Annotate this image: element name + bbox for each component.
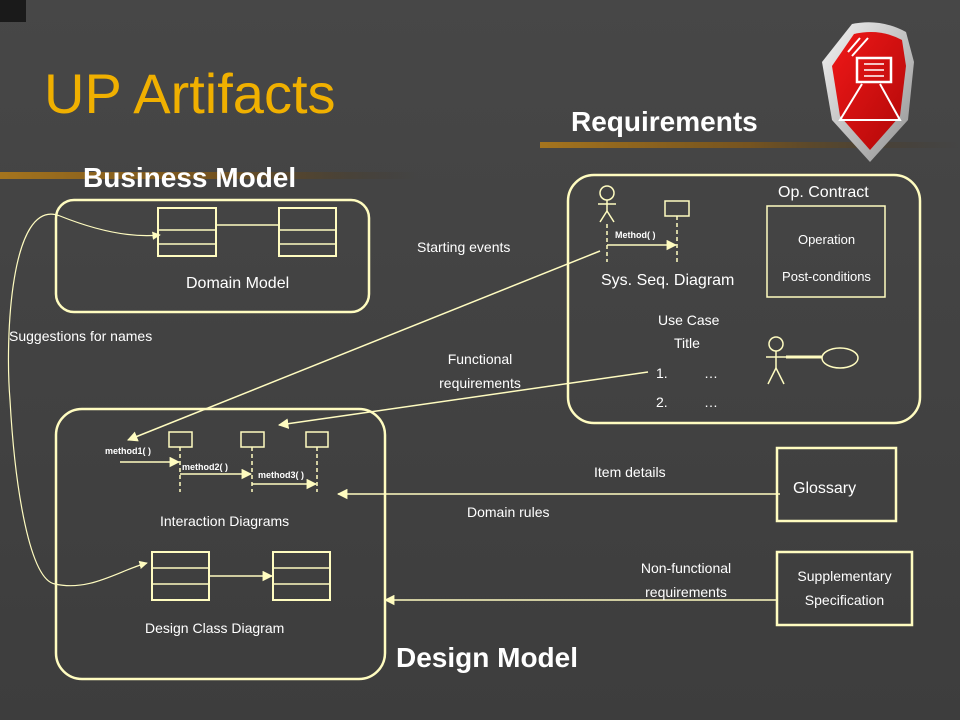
system-lifeline-box xyxy=(664,200,690,217)
method3-label: method3( ) xyxy=(258,470,304,480)
supplementary-line2: Specification xyxy=(804,592,885,608)
functional-label-line2: requirements xyxy=(439,375,521,391)
object-box-2 xyxy=(240,431,265,448)
design-class-2 xyxy=(272,551,331,601)
functional-label-line1: Functional xyxy=(447,351,513,367)
operation-label: Operation xyxy=(797,232,856,247)
object-box-3 xyxy=(305,431,329,448)
slide-title: UP Artifacts xyxy=(44,62,336,125)
design-class-diagram-label: Design Class Diagram xyxy=(145,620,285,636)
starting-events-arrow xyxy=(127,250,601,442)
use-case-step-1-num: 1. xyxy=(656,365,668,381)
use-case-step-2-num: 2. xyxy=(656,394,668,410)
use-case-step-2-text: … xyxy=(704,394,718,410)
usecase-ellipse xyxy=(821,347,859,369)
nonfunctional-label-line2: requirements xyxy=(645,584,727,600)
op-contract-title: Op. Contract xyxy=(778,184,869,201)
supplementary-box xyxy=(775,550,914,627)
actor-icon-usecase xyxy=(766,336,786,385)
use-case-label: Use Case xyxy=(658,312,720,328)
design-model-box xyxy=(54,407,387,681)
design-class-1 xyxy=(151,551,210,601)
glossary-box xyxy=(775,446,898,523)
requirements-box xyxy=(566,173,922,425)
ssd-label: Sys. Seq. Diagram xyxy=(601,272,735,289)
requirements-heading: Requirements xyxy=(571,106,758,137)
corner-block xyxy=(0,0,26,22)
business-model-box xyxy=(54,198,371,314)
item-details-label: Item details xyxy=(594,464,666,480)
design-model-heading: Design Model xyxy=(396,642,579,673)
business-model-heading: Business Model xyxy=(83,162,297,193)
suggestions-label: Suggestions for names xyxy=(9,328,153,344)
starting-events-label: Starting events xyxy=(417,239,511,255)
domain-rules-label: Domain rules xyxy=(467,504,550,520)
method2-label: method2( ) xyxy=(182,462,228,472)
shield-logo-icon xyxy=(822,22,914,163)
suggestions-curve xyxy=(7,213,161,587)
supplementary-line1: Supplementary xyxy=(797,568,892,584)
decorative-bar-right xyxy=(540,142,960,148)
use-case-step-1-text: … xyxy=(704,365,718,381)
interaction-diagrams-label: Interaction Diagrams xyxy=(160,513,290,529)
domain-class-1 xyxy=(157,207,217,257)
postconditions-label: Post-conditions xyxy=(782,269,871,284)
method1-label: method1( ) xyxy=(105,446,151,456)
domain-model-label: Domain Model xyxy=(186,275,290,292)
domain-class-2 xyxy=(278,207,337,257)
use-case-title: Title xyxy=(674,335,700,351)
functional-requirements-arrow xyxy=(277,371,649,429)
glossary-label: Glossary xyxy=(793,480,857,497)
nonfunctional-label-line1: Non-functional xyxy=(640,560,732,576)
actor-icon-ssd xyxy=(598,185,616,223)
op-contract-box xyxy=(766,205,886,298)
decorative-bar-left xyxy=(0,172,420,179)
ssd-message-label: Method( ) xyxy=(615,230,656,240)
object-box-1 xyxy=(168,431,193,448)
